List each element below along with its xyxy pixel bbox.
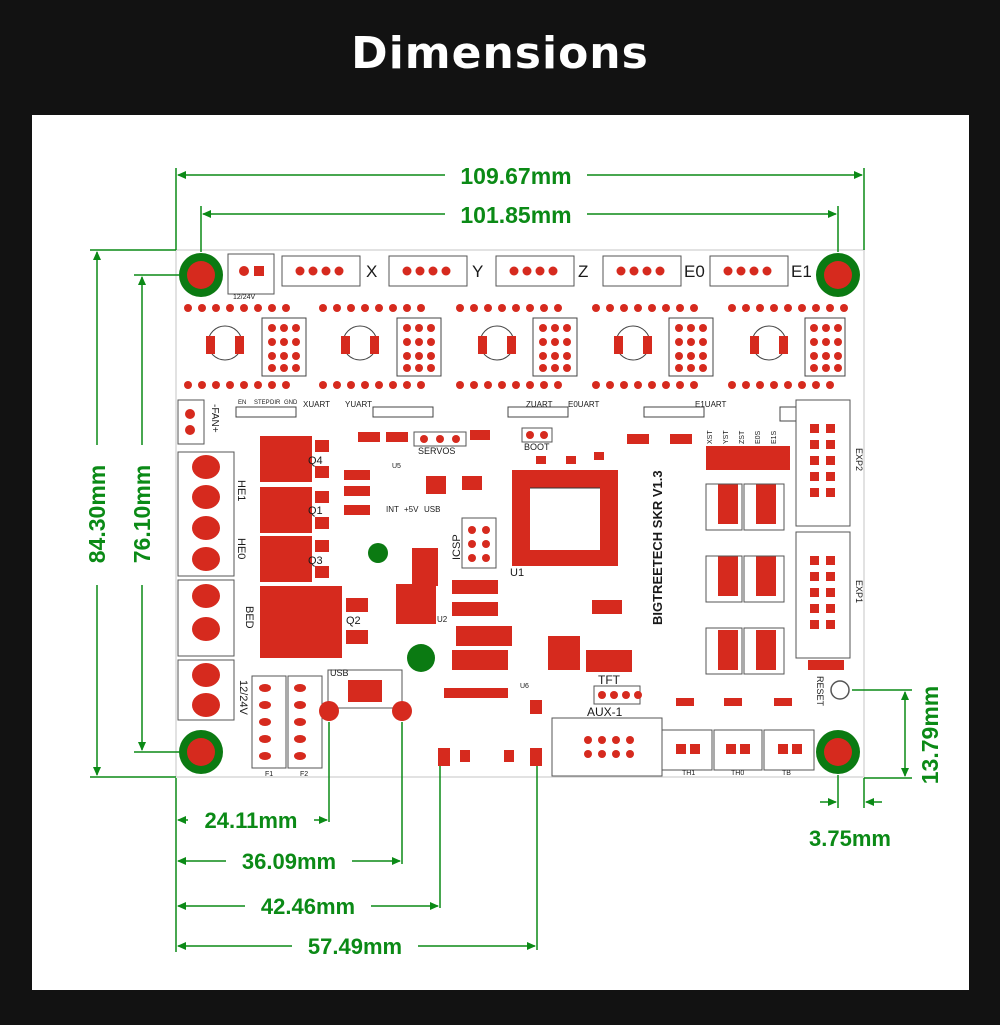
power-select-int: INT bbox=[386, 505, 399, 514]
driver-pin-gnd: GND bbox=[284, 400, 298, 406]
power-input-label: 12/24V bbox=[233, 294, 256, 301]
mounting-holes bbox=[179, 253, 860, 774]
chip-u1: U1 bbox=[510, 567, 524, 579]
thermistor-th1: TH1 bbox=[682, 770, 695, 777]
header-icsp: ICSP bbox=[451, 534, 463, 560]
axis-label-e0: E0 bbox=[684, 262, 705, 281]
uart-label-x: XUART bbox=[303, 400, 330, 409]
fuse-f2: F2 bbox=[300, 771, 308, 778]
driver-pin-step: STEP bbox=[254, 400, 270, 406]
axis-label-z: Z bbox=[578, 262, 588, 281]
dim-overall-width: 109.67mm bbox=[460, 163, 571, 189]
thermistor-th0: TH0 bbox=[731, 770, 744, 777]
fan-label: -FAN+ bbox=[209, 404, 220, 433]
endstop-xst: XST bbox=[707, 430, 714, 444]
header-reset: RESET bbox=[815, 676, 825, 707]
dim-sd-offset-2: 42.46mm bbox=[261, 894, 355, 919]
motor-connectors bbox=[227, 253, 789, 295]
dim-hole-spacing-height: 76.10mm bbox=[129, 465, 155, 563]
mosfet-q2: Q2 bbox=[346, 615, 361, 627]
header-usb: USB bbox=[330, 668, 349, 678]
chip-u2: U2 bbox=[437, 615, 448, 624]
heater-label-he1: HE1 bbox=[235, 480, 247, 501]
header-tft: TFT bbox=[598, 673, 621, 687]
header-exp2: EXP2 bbox=[854, 448, 864, 471]
dim-bottom-offset: 13.79mm bbox=[917, 686, 943, 784]
endstop-zst: ZST bbox=[739, 430, 746, 444]
chip-u6: U6 bbox=[520, 683, 529, 690]
chip-u5: U5 bbox=[392, 463, 401, 470]
dim-hole-spacing-width: 101.85mm bbox=[460, 202, 571, 228]
header-boot: BOOT bbox=[524, 442, 550, 452]
page-title: Dimensions bbox=[351, 28, 649, 79]
driver-modules bbox=[206, 317, 846, 377]
driver-pin-dir: DIR bbox=[270, 400, 281, 406]
driver-pin-en: EN bbox=[238, 400, 246, 406]
header-exp1: EXP1 bbox=[854, 580, 864, 603]
board-name: BIGTREETECH SKR V1.3 bbox=[650, 470, 665, 625]
mosfet-q4: Q4 bbox=[308, 455, 323, 467]
thermistor-tb: TB bbox=[782, 770, 791, 777]
dim-sd-offset-3: 57.49mm bbox=[308, 934, 402, 959]
axis-label-x: X bbox=[366, 262, 377, 281]
uart-label-e1: E1UART bbox=[695, 400, 727, 409]
endstop-e0s: E0S bbox=[755, 430, 762, 444]
header-servos: SERVOS bbox=[418, 446, 455, 456]
mosfets bbox=[260, 436, 368, 658]
power-input-label-left: 12/24V bbox=[237, 680, 249, 716]
power-select-5v: +5V bbox=[404, 505, 419, 514]
dim-right-hole-offset: 3.75mm bbox=[809, 826, 891, 851]
uart-label-z: ZUART bbox=[526, 400, 553, 409]
axis-label-e1: E1 bbox=[791, 262, 812, 281]
mcu-u1 bbox=[512, 470, 618, 566]
headers bbox=[251, 399, 851, 777]
axis-label-y: Y bbox=[472, 262, 483, 281]
terminal-pads bbox=[192, 455, 220, 717]
motor-connector-pins bbox=[239, 266, 772, 276]
endstop-e1s: E1S bbox=[771, 430, 778, 444]
header-aux1: AUX-1 bbox=[587, 705, 623, 719]
dim-usb-offset: 24.11mm bbox=[205, 808, 298, 833]
mosfet-q1: Q1 bbox=[308, 505, 323, 517]
uart-label-e0: E0UART bbox=[568, 400, 600, 409]
mosfet-q3: Q3 bbox=[308, 555, 323, 567]
uart-label-y: YUART bbox=[345, 400, 372, 409]
header-pins bbox=[259, 424, 835, 766]
dim-overall-height: 84.30mm bbox=[84, 465, 110, 563]
fan-connector bbox=[177, 399, 205, 445]
heater-label-bed: BED bbox=[243, 606, 255, 629]
reset-button bbox=[830, 680, 850, 700]
uart-header-row bbox=[235, 406, 797, 422]
dim-sd-offset-1: 36.09mm bbox=[242, 849, 336, 874]
small-components bbox=[344, 430, 844, 706]
heater-label-he0: HE0 bbox=[235, 538, 247, 559]
power-terminals bbox=[177, 451, 235, 721]
driver-pin-rows bbox=[184, 304, 848, 389]
power-select-usb: USB bbox=[424, 505, 440, 514]
fuse-f1: F1 bbox=[265, 771, 273, 778]
endstop-yst: YST bbox=[723, 430, 730, 444]
